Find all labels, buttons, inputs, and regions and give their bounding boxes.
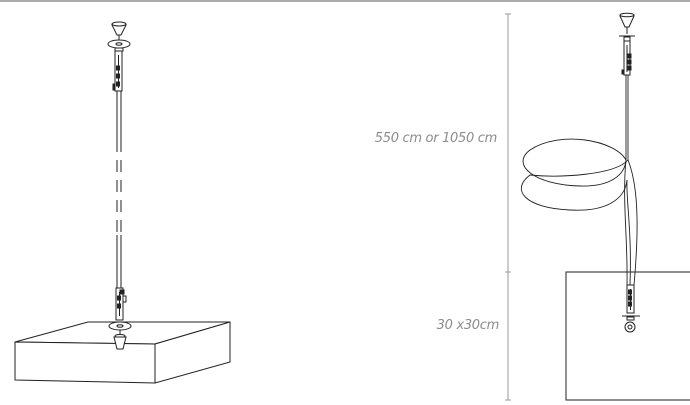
dimension-drawing [505,12,690,401]
hanging-cap [619,12,635,42]
upper-connector [112,50,123,92]
top-cap [107,21,131,52]
height-dimension-line [505,13,511,401]
lamp-on-base-illustration [14,21,231,384]
height-dimension-label: 550 cm or 1050 cm [374,131,498,146]
cable [520,75,638,286]
lower-connector [115,287,127,321]
hanging-upper-connector [621,40,632,76]
base-size-dimension-label: 30 x30cm [436,318,500,333]
bottom-fixture [108,321,132,350]
base-slab [14,321,231,384]
hanging-lower-connector [622,284,640,333]
